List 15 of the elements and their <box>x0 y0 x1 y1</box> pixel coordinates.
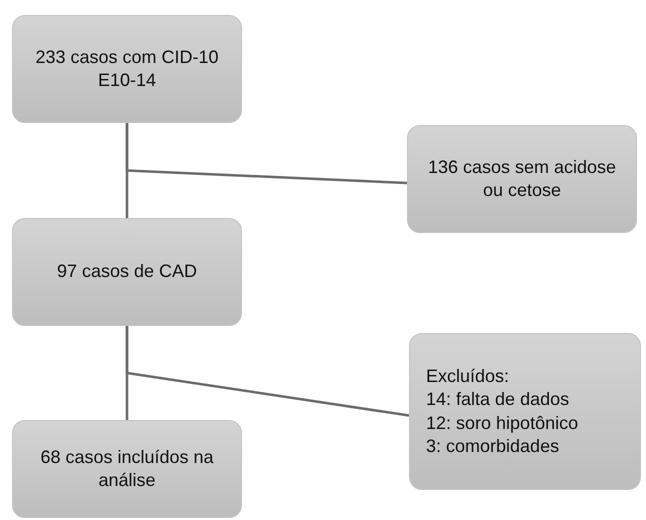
process-box <box>12 218 242 326</box>
box-text: 68 casos incluídos na análise <box>39 446 215 492</box>
box-text: 12: soro hipotônico <box>426 412 578 435</box>
process-box <box>407 125 637 233</box>
box-text: 14: falta de dados <box>426 388 570 412</box>
box-text: 233 casos com CID-10 E10-14 <box>34 46 220 92</box>
connector-line <box>126 123 408 184</box>
process-box <box>409 333 641 490</box>
box-text: 136 casos sem acidose ou cetose <box>426 156 618 202</box>
process-box <box>12 420 242 518</box>
box-text: 97 casos de CAD <box>56 260 198 284</box>
box-text: 3: comorbidades <box>426 434 560 458</box>
box-text: Excluídos: <box>426 364 510 388</box>
connector-line <box>126 326 410 417</box>
process-box <box>12 15 242 123</box>
